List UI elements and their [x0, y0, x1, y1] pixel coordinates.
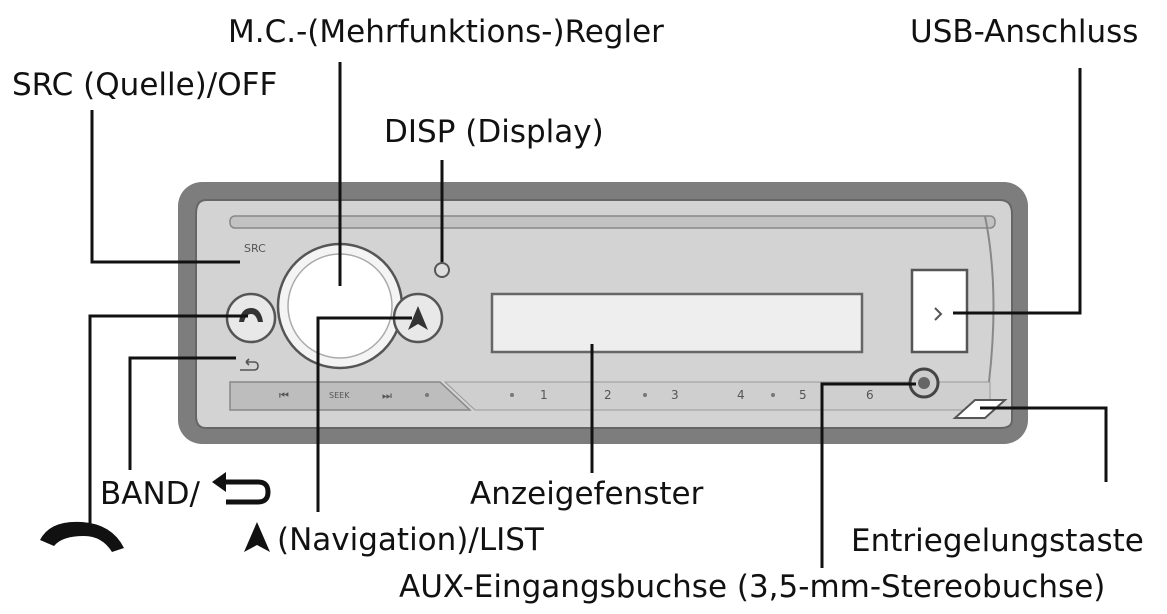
bottom-strip-right [443, 381, 991, 411]
leader-phone [88, 314, 248, 525]
phone-icon [239, 308, 263, 322]
back-arrow-icon [212, 472, 226, 492]
leader-usb [953, 68, 1082, 315]
label-band: BAND/ [100, 476, 200, 512]
usb-port[interactable] [910, 268, 969, 354]
preset-1[interactable]: 1 [540, 388, 548, 402]
usb-chevron-icon [934, 307, 943, 321]
back-arrow-icon [218, 479, 271, 505]
preset-6[interactable]: 6 [866, 388, 874, 402]
preset-dot [510, 393, 514, 397]
label-disp: DISP (Display) [384, 114, 604, 150]
leader-navigation [316, 316, 412, 512]
aux-jack-inner [918, 377, 930, 389]
preset-3[interactable]: 3 [671, 388, 679, 402]
top-groove [229, 215, 996, 229]
panel-src-text: SRC [244, 242, 266, 255]
navigation-arrow-icon [244, 522, 270, 552]
preset-dot [643, 393, 647, 397]
label-src: SRC (Quelle)/OFF [12, 67, 278, 103]
navigation-arrow-icon [408, 306, 428, 330]
label-usb: USB-Anschluss [910, 14, 1139, 50]
back-arrow-icon [240, 358, 259, 371]
preset-4[interactable]: 4 [737, 388, 745, 402]
label-mc-regler: M.C.-(Mehrfunktions-)Regler [228, 14, 664, 50]
leader-src [90, 110, 240, 264]
label-display-window: Anzeigefenster [470, 476, 704, 512]
label-release: Entriegelungstaste [851, 523, 1144, 559]
phone-button[interactable] [225, 292, 277, 344]
preset-dot [425, 393, 429, 397]
disp-button[interactable] [434, 262, 450, 278]
seek-mid-text: SEEK [329, 391, 350, 400]
display-window [490, 292, 864, 354]
preset-2[interactable]: 2 [604, 388, 612, 402]
leader-release [980, 406, 1108, 482]
seek-next-icon: ⏭ [382, 389, 392, 402]
label-aux: AUX-Eingangsbuchse (3,5-mm-Stereobuchse) [399, 569, 1106, 605]
seek-prev-icon: ⏮ [279, 389, 289, 402]
label-navigation: (Navigation)/LIST [277, 522, 544, 558]
leader-band [128, 356, 236, 470]
leader-aux [820, 382, 916, 568]
leader-lines [88, 62, 1108, 568]
preset-dot [771, 393, 775, 397]
bottom-strip [229, 381, 472, 411]
phone-icon [40, 521, 124, 552]
preset-5[interactable]: 5 [799, 388, 807, 402]
